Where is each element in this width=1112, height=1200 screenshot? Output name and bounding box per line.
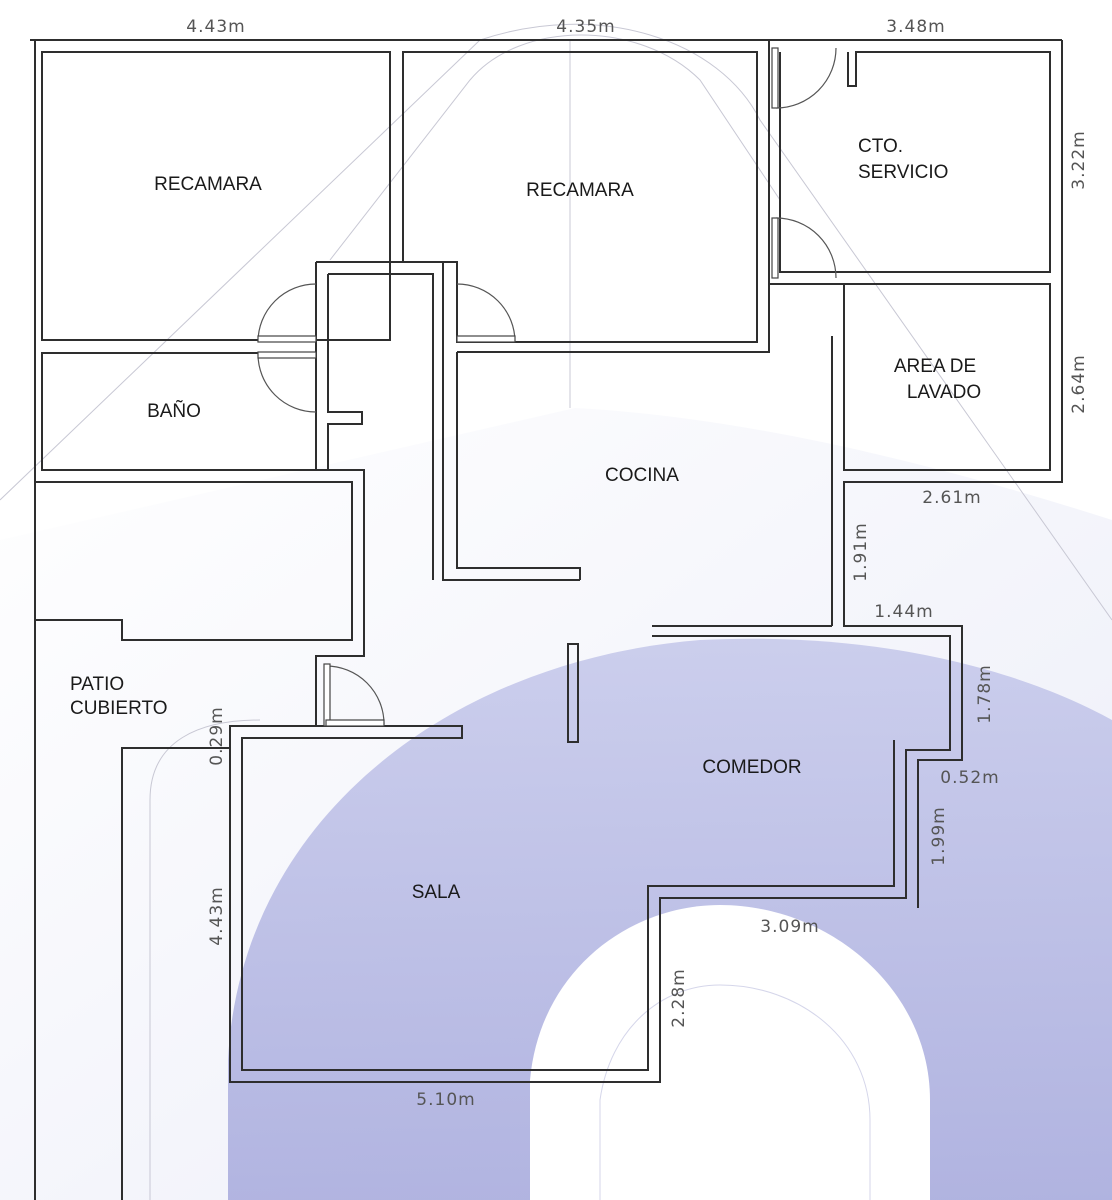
door-cto-servicio-top bbox=[771, 47, 837, 109]
dimension-labels: 4.43m 4.35m 3.48m 3.22m 2.64m 2.61m 1.91… bbox=[186, 17, 1089, 1110]
dimension-step-right: 0.52m bbox=[940, 768, 999, 788]
room-label-recamara-1: RECAMARA bbox=[154, 174, 262, 195]
dimension-patio-step: 0.29m bbox=[207, 706, 227, 765]
dimension-right-lavado: 2.64m bbox=[1069, 354, 1089, 413]
guide-line-diagonal-right bbox=[479, 23, 1112, 621]
dimension-top-right: 3.48m bbox=[886, 17, 945, 37]
dimension-left-of-lavado: 1.91m bbox=[851, 522, 871, 581]
background-decoration bbox=[0, 23, 1112, 1200]
guide-line-top-loop bbox=[329, 34, 781, 261]
room-labels: RECAMARA RECAMARA CTO. SERVICIO AREA DE … bbox=[70, 136, 981, 903]
room-label-bano: BAÑO bbox=[147, 400, 201, 422]
comedor-partition bbox=[567, 643, 579, 743]
dimension-notch-top: 1.44m bbox=[874, 602, 933, 622]
dimension-sala-left: 4.43m bbox=[207, 886, 227, 945]
room-label-cubierto: CUBIERTO bbox=[70, 698, 168, 719]
room-label-recamara-2: RECAMARA bbox=[526, 180, 634, 201]
cto-servicio-walls bbox=[779, 40, 1063, 908]
room-label-lavado: LAVADO bbox=[907, 382, 981, 403]
dimension-sala-inner-right: 2.28m bbox=[669, 968, 689, 1027]
white-arch-shape bbox=[530, 905, 930, 1200]
door-cto-servicio-bottom bbox=[771, 217, 837, 279]
room-label-patio: PATIO bbox=[70, 674, 124, 695]
dimension-comedor-right: 1.78m bbox=[975, 664, 995, 723]
room-label-cto: CTO. bbox=[858, 136, 903, 157]
door-recamara-2 bbox=[456, 283, 516, 343]
sala-comedor-walls bbox=[229, 625, 951, 1083]
dimension-top-middle: 4.35m bbox=[556, 17, 615, 37]
room-label-comedor: COMEDOR bbox=[702, 757, 801, 778]
dimension-right-servicio: 3.22m bbox=[1069, 130, 1089, 189]
door-recamara-1 bbox=[257, 283, 317, 343]
room-label-servicio: SERVICIO bbox=[858, 162, 948, 183]
dimension-sala-bottom: 5.10m bbox=[416, 1090, 475, 1110]
guide-line-diagonal-left bbox=[0, 39, 481, 501]
room-label-cocina: COCINA bbox=[605, 465, 679, 486]
guide-line-lower-loop bbox=[149, 719, 261, 1200]
doors bbox=[257, 47, 837, 727]
area-lavado-walls bbox=[831, 283, 1051, 626]
room-label-area-de: AREA DE bbox=[894, 356, 976, 377]
door-sala bbox=[323, 663, 385, 727]
recamara-1-walls bbox=[41, 51, 391, 341]
room-label-sala: SALA bbox=[412, 882, 461, 903]
door-bano bbox=[257, 351, 317, 413]
dimension-sala-notch-bottom: 3.09m bbox=[760, 917, 819, 937]
inner-arch-outline bbox=[599, 984, 871, 1200]
dimension-top-left: 4.43m bbox=[186, 17, 245, 37]
dimension-lavado-bottom: 2.61m bbox=[922, 488, 981, 508]
dimension-lower-right: 1.99m bbox=[929, 806, 949, 865]
